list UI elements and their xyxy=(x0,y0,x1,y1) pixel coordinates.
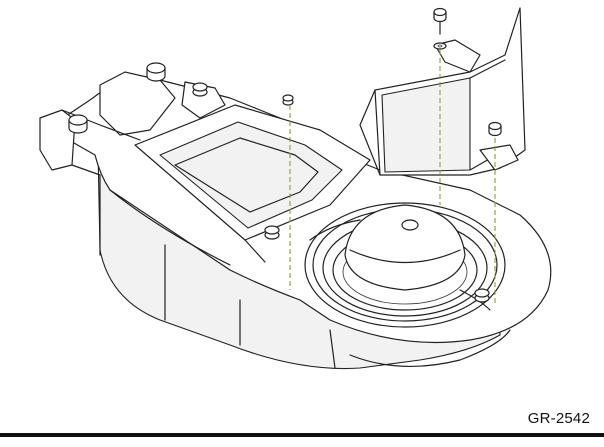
bolt-icon xyxy=(192,82,208,97)
bolt-icon xyxy=(146,62,166,82)
washer-icon xyxy=(433,42,447,50)
dome-cover-assembly xyxy=(304,202,506,328)
deflector-plate xyxy=(359,7,526,176)
figure-reference-code: GR-2542 xyxy=(527,410,590,427)
top-tray xyxy=(134,104,371,263)
bolt-icon xyxy=(488,121,502,137)
bolt-icon xyxy=(433,7,447,35)
bolt-icon xyxy=(282,94,294,106)
bottom-divider xyxy=(0,433,604,437)
bolt-icon xyxy=(474,288,490,303)
bolt-icon xyxy=(264,225,280,240)
alignment-guides xyxy=(289,50,496,305)
bolt-icon xyxy=(68,114,88,134)
left-mount-bracket xyxy=(39,62,226,176)
